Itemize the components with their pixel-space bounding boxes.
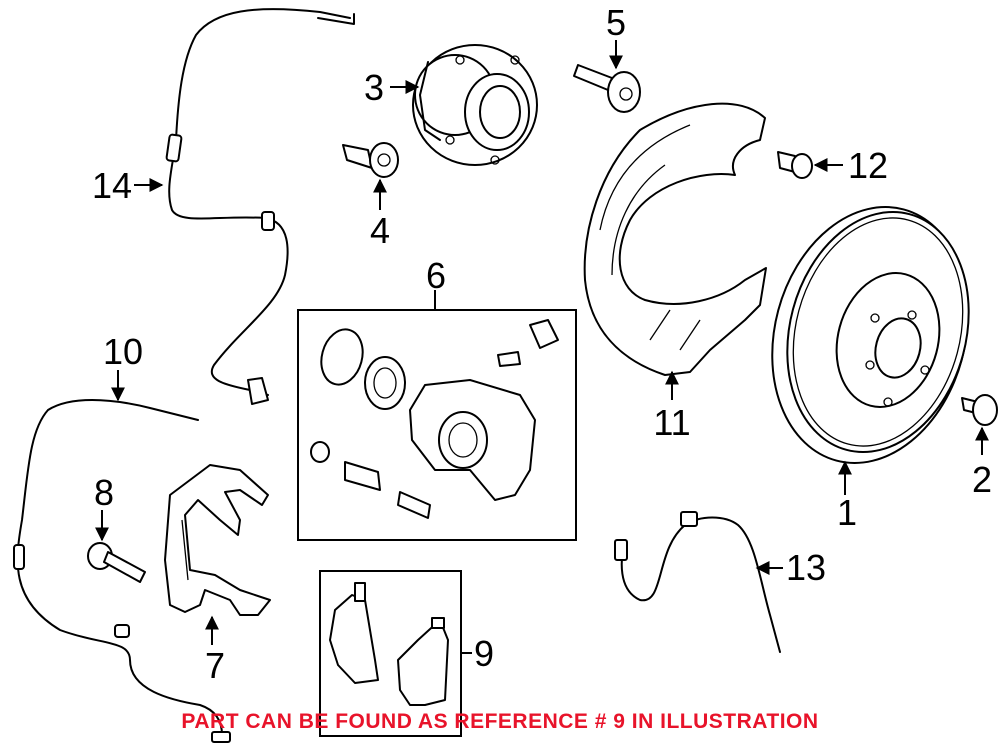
callout-9: 9 — [474, 633, 494, 674]
brake-rotor — [771, 206, 970, 464]
callout-5: 5 — [606, 2, 626, 43]
brake-pads — [329, 582, 449, 706]
abs-sensor-lower — [13, 399, 231, 743]
callout-13: 13 — [786, 547, 826, 588]
reference-note: PART CAN BE FOUND AS REFERENCE # 9 IN IL… — [181, 710, 819, 733]
callout-11: 11 — [653, 402, 690, 443]
callout-10: 10 — [103, 331, 143, 372]
caliper-kit-box — [297, 309, 577, 541]
bolt-12 — [777, 151, 813, 179]
callout-8: 8 — [94, 472, 114, 513]
caliper-assembly — [310, 319, 559, 519]
callout-6: 6 — [426, 255, 446, 296]
caliper-bolt — [87, 542, 146, 583]
brake-line — [614, 511, 781, 653]
abs-sensor-upper — [165, 8, 355, 405]
callout-14: 14 — [92, 165, 132, 206]
hub-bolt — [342, 142, 399, 178]
wheel-hub — [412, 44, 538, 166]
callout-7: 7 — [205, 645, 225, 686]
callout-2: 2 — [972, 459, 992, 500]
rotor-screw — [961, 394, 998, 426]
splash-shield — [583, 102, 767, 376]
callout-4: 4 — [370, 210, 390, 251]
shield-bolt — [573, 64, 641, 113]
caliper-bracket — [164, 464, 271, 616]
callout-1: 1 — [837, 492, 857, 533]
leader-lines — [95, 40, 989, 654]
callout-3: 3 — [364, 67, 384, 108]
callout-12: 12 — [848, 145, 888, 186]
